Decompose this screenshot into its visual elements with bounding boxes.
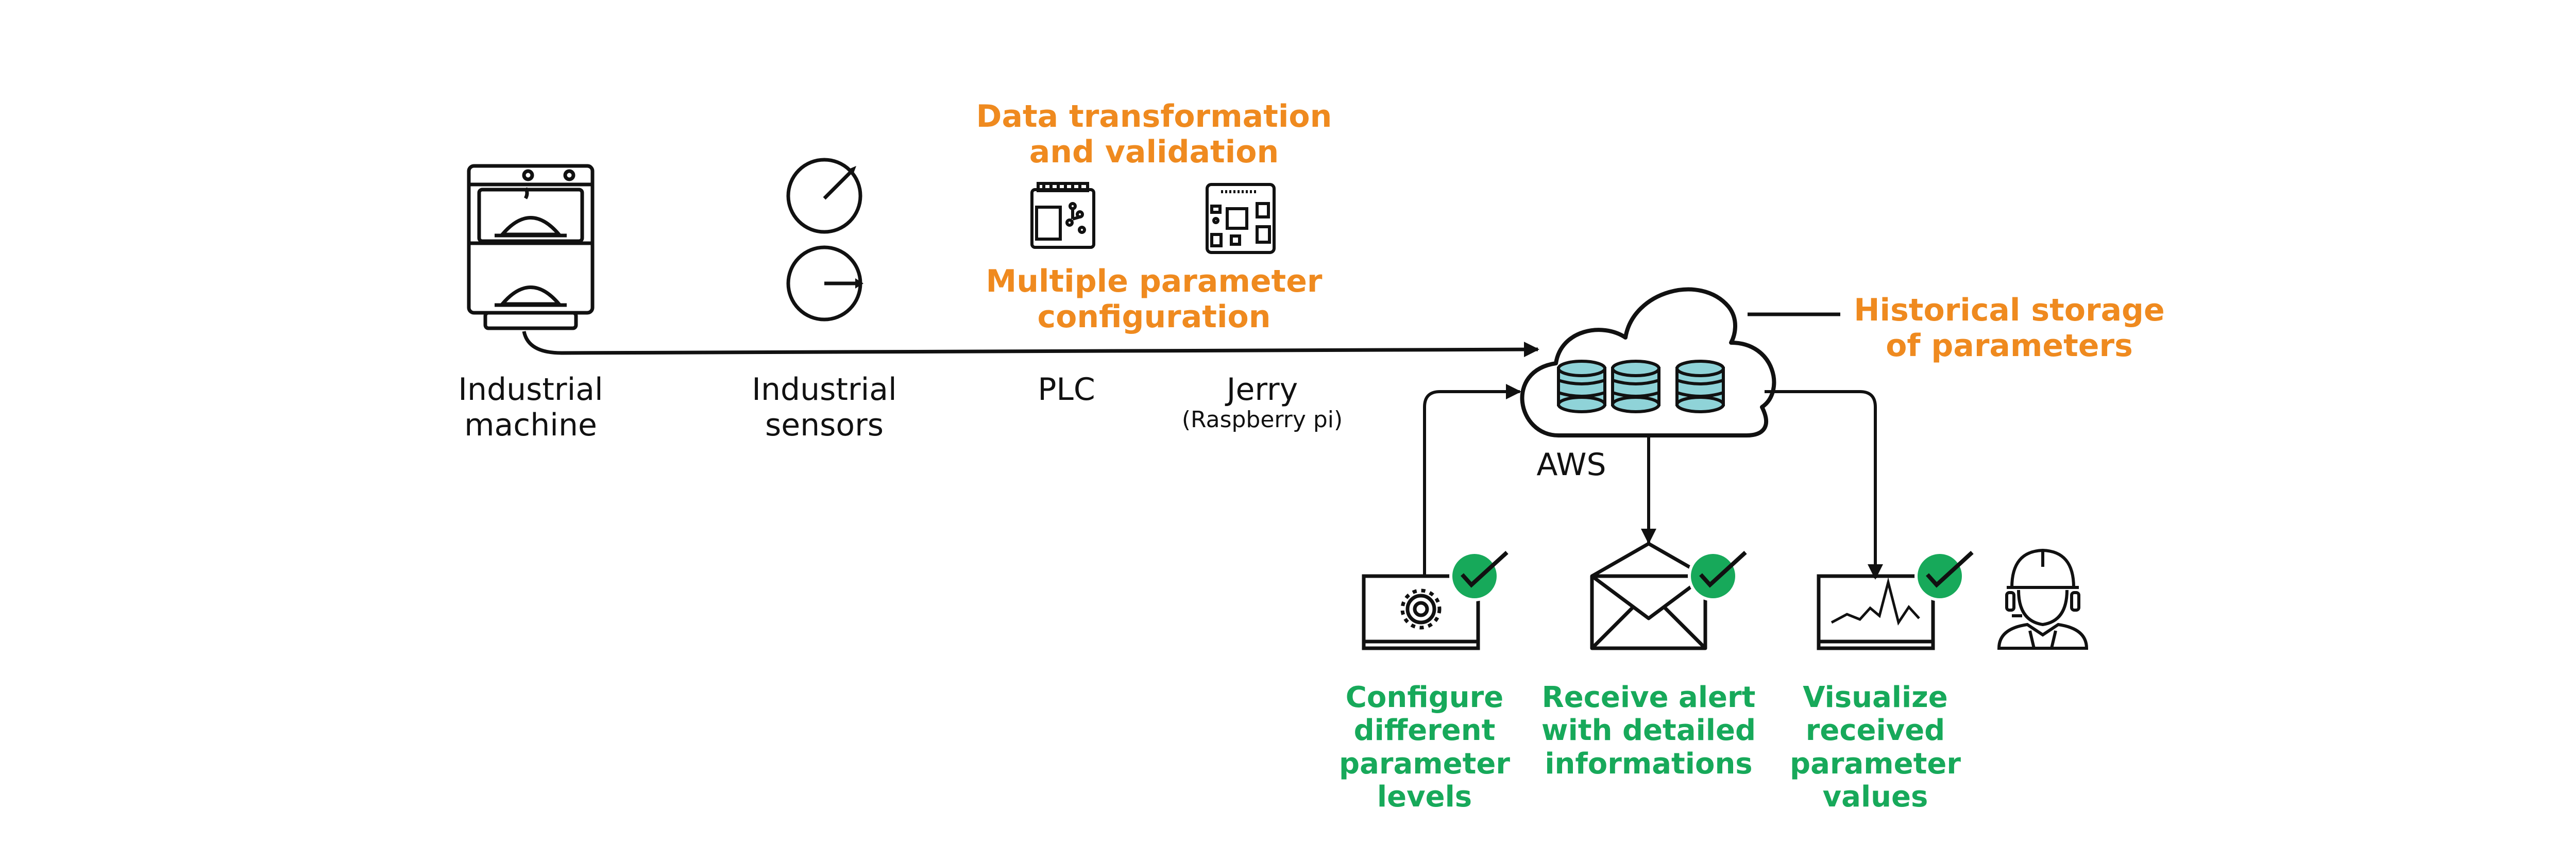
receive-alert-label: Receive alert with detailed informations (1541, 681, 1756, 781)
engineer-icon (1997, 548, 2089, 650)
data-transformation-label: Data transformation and validation (976, 98, 1332, 170)
industrial-sensors-label: Industrial sensors (752, 372, 897, 443)
database-icon (1675, 360, 1725, 413)
envelope-icon (1590, 542, 1707, 650)
visualize-arrow (1765, 390, 1883, 580)
configure-levels-label: Configure different parameter levels (1339, 681, 1510, 814)
visualize-values-label: Visualize received parameter values (1790, 681, 1961, 814)
aws-label: AWS (1536, 447, 1606, 483)
database-icon (1611, 360, 1660, 413)
check-badge-icon (1914, 551, 1974, 601)
config-arrow (1423, 384, 1521, 575)
raspberry-pi-icon (1206, 183, 1276, 254)
oven-icon (467, 164, 595, 330)
gauge-needle-head (855, 278, 863, 289)
check-badge-icon (1688, 551, 1747, 601)
check-badge-icon (1449, 551, 1509, 601)
gauge-needle-head (849, 166, 856, 174)
settings-panel-icon (1362, 574, 1480, 650)
data-flow-arrow (522, 331, 1539, 358)
chart-monitor-icon (1817, 574, 1935, 650)
multiple-parameter-label: Multiple parameter configuration (986, 263, 1323, 335)
jerry-subtitle: (Raspberry pi) (1181, 407, 1343, 433)
plc-icon (1030, 182, 1095, 249)
industrial-machine-label: Industrial machine (458, 372, 603, 443)
jerry-label: Jerry (1226, 372, 1298, 408)
plc-label: PLC (1038, 372, 1095, 408)
historical-storage-label: Historical storage of parameters (1854, 292, 2165, 364)
database-icon (1557, 360, 1606, 413)
gauge-icon (786, 158, 862, 322)
